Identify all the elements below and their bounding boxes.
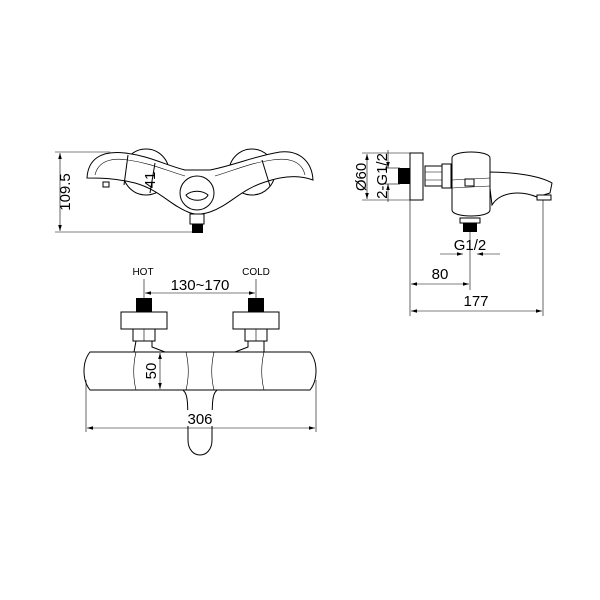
top-view: 109.5 41 bbox=[55, 148, 314, 233]
handle-dimension-label: 41 bbox=[142, 172, 159, 189]
cold-inlet bbox=[248, 298, 264, 312]
center-ball bbox=[179, 175, 215, 211]
spout bbox=[487, 171, 553, 207]
side-view: Ø60 2-G1/2 G1/2 80 177 bbox=[353, 150, 553, 316]
inlet-thread-label: 2-G1/2 bbox=[374, 153, 391, 199]
wall-flange bbox=[409, 152, 424, 201]
cold-flange bbox=[232, 311, 280, 330]
width-dimension-label: 306 bbox=[187, 411, 212, 428]
thermostat-body bbox=[83, 351, 317, 391]
outlet-connector bbox=[463, 223, 477, 232]
body-height-label: 50 bbox=[143, 363, 160, 380]
height-dimension-label: 109.5 bbox=[57, 173, 74, 211]
hot-flange bbox=[120, 311, 168, 330]
inlet-connector bbox=[398, 168, 410, 184]
hot-inlet bbox=[136, 298, 152, 312]
diameter-label: Ø60 bbox=[353, 163, 370, 191]
hex-nut bbox=[424, 165, 443, 187]
outlet-connector bbox=[192, 224, 203, 233]
depth-to-outlet-label: 80 bbox=[432, 266, 449, 283]
cold-label: COLD bbox=[242, 267, 270, 278]
front-view: HOT COLD 130~170 50 306 bbox=[83, 267, 317, 456]
centers-dimension-label: 130~170 bbox=[171, 277, 230, 294]
total-depth-label: 177 bbox=[463, 293, 488, 310]
hot-label: HOT bbox=[132, 267, 153, 278]
